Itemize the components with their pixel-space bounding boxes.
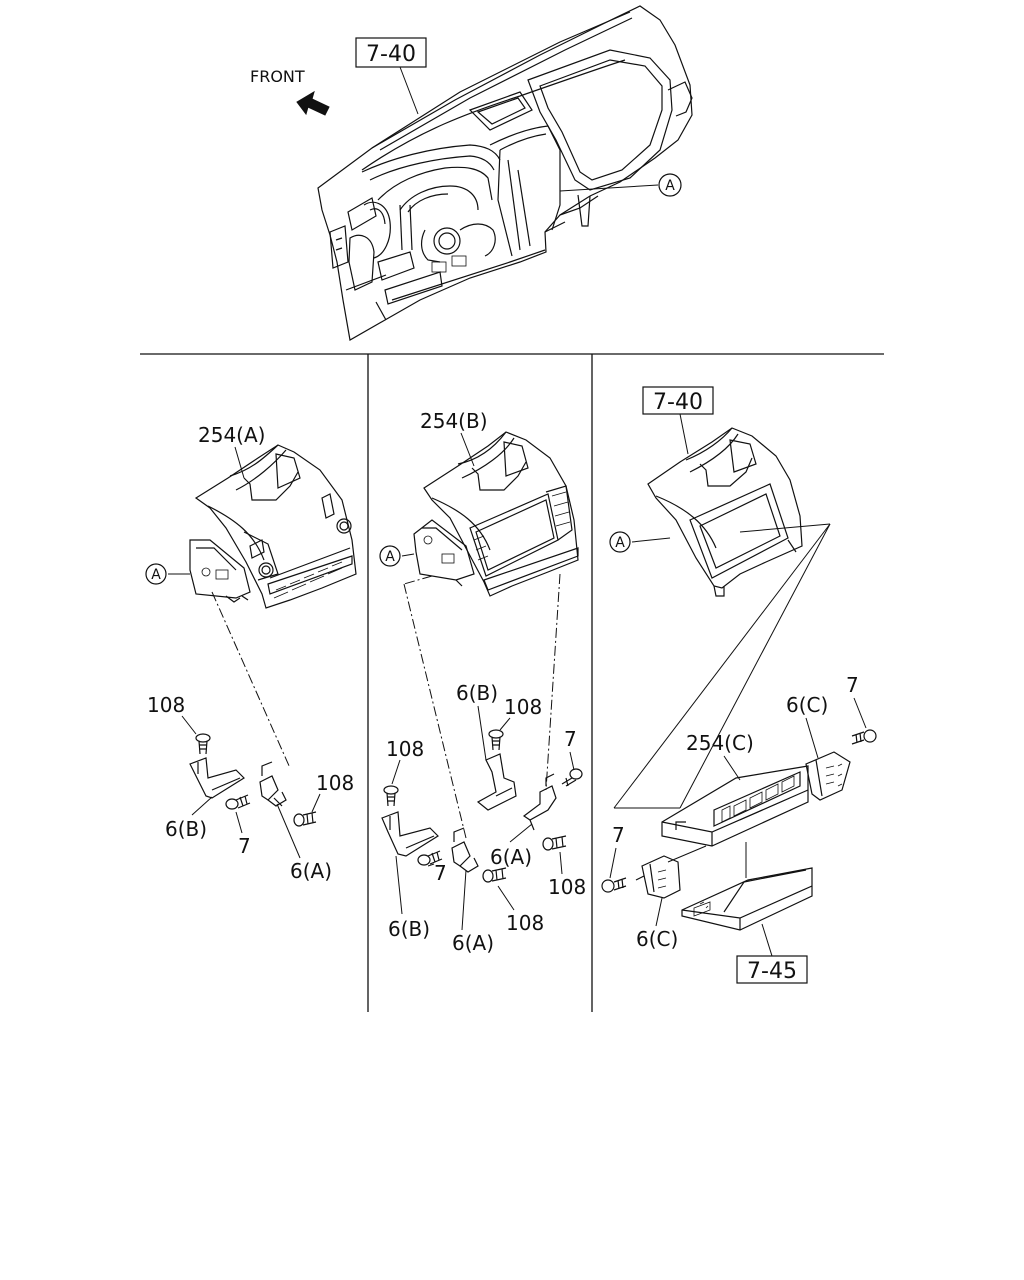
bracket-6a-left-icon bbox=[259, 761, 287, 807]
part-label-7-right-left: 7 bbox=[612, 823, 625, 847]
center-console-bezel-a bbox=[189, 444, 357, 609]
part-label-7-middle-bottom: 7 bbox=[434, 861, 447, 885]
screw-108-middle-left-icon bbox=[383, 785, 399, 807]
part-label-6b-middle-bottom: 6(B) bbox=[388, 917, 430, 941]
bracket-6b-middle-bottom-icon bbox=[381, 811, 439, 857]
bracket-6b-middle-top-icon bbox=[476, 753, 517, 811]
front-arrow-icon bbox=[296, 90, 330, 116]
screw-108-middle-bottom-icon bbox=[482, 867, 507, 883]
right-panel: 7-40 A 7 6(C) bbox=[601, 386, 877, 984]
reference-7-45: 7-45 bbox=[747, 959, 797, 984]
callout-a-left: A bbox=[151, 567, 161, 583]
bracket-6a-middle-top-icon bbox=[522, 773, 557, 831]
callout-a-top: A bbox=[559, 173, 682, 197]
storage-pocket-7-45 bbox=[681, 867, 813, 931]
bolt-7-middle-bottom-icon bbox=[417, 850, 443, 866]
center-bezel-frame bbox=[647, 427, 803, 597]
panel-dividers bbox=[140, 353, 884, 1012]
radio-unit-254c bbox=[661, 765, 809, 847]
part-label-7-right-top: 7 bbox=[846, 673, 859, 697]
part-label-108-left-right: 108 bbox=[316, 771, 354, 795]
part-label-6c-right-top: 6(C) bbox=[786, 693, 828, 717]
bracket-6b-left-icon bbox=[189, 757, 245, 799]
part-label-6c-right-bottom: 6(C) bbox=[636, 927, 678, 951]
part-label-108-left: 108 bbox=[147, 693, 185, 717]
screw-108-middle-right-icon bbox=[542, 835, 567, 851]
part-label-254a: 254(A) bbox=[198, 423, 265, 447]
screw-108-middle-top-icon bbox=[488, 729, 504, 751]
callout-a-top-label: A bbox=[665, 178, 675, 194]
part-label-108-middle-right: 108 bbox=[548, 875, 586, 899]
left-panel: 254(A) A 108 6(B) 7 bbox=[145, 423, 357, 883]
bolt-7-left-icon bbox=[225, 794, 251, 810]
part-label-6a-middle-bottom: 6(A) bbox=[452, 931, 494, 955]
front-label: FRONT bbox=[250, 67, 305, 86]
part-label-7-middle-top: 7 bbox=[564, 727, 577, 751]
callout-a-right: A bbox=[615, 535, 625, 551]
part-label-6b-left: 6(B) bbox=[165, 817, 207, 841]
bracket-6a-middle-bottom-icon bbox=[451, 827, 479, 873]
part-label-6b-middle-top: 6(B) bbox=[456, 681, 498, 705]
bracket-6c-right-top-icon bbox=[805, 751, 851, 801]
part-label-254c: 254(C) bbox=[686, 731, 754, 755]
bracket-6c-right-bottom-icon bbox=[635, 855, 681, 899]
reference-box-7-40-top: 7-40 bbox=[355, 37, 427, 115]
screw-108-left-right-icon bbox=[293, 811, 317, 827]
part-label-108-middle-top: 108 bbox=[504, 695, 542, 719]
center-console-bezel-b bbox=[413, 431, 579, 597]
screw-108-left-icon bbox=[195, 733, 211, 755]
reference-box-7-40-right: 7-40 bbox=[642, 386, 714, 455]
bolt-7-right-left-icon bbox=[601, 877, 627, 893]
dashboard-assembly bbox=[317, 5, 693, 341]
part-label-108-middle-left: 108 bbox=[386, 737, 424, 761]
part-label-108-middle-bottom: 108 bbox=[506, 911, 544, 935]
part-label-6a-left: 6(A) bbox=[290, 859, 332, 883]
front-direction-arrow: FRONT bbox=[250, 67, 330, 116]
reference-7-40-right: 7-40 bbox=[653, 390, 703, 415]
part-label-7-left: 7 bbox=[238, 834, 251, 858]
callout-a-middle: A bbox=[385, 549, 395, 565]
middle-panel: 254(B) A 6(B) 108 7 bbox=[379, 409, 586, 955]
part-label-6a-middle-top: 6(A) bbox=[490, 845, 532, 869]
bolt-7-right-top-icon bbox=[851, 729, 877, 745]
reference-7-40-top: 7-40 bbox=[366, 42, 416, 67]
part-label-254b: 254(B) bbox=[420, 409, 488, 433]
bolt-7-middle-top-icon bbox=[561, 768, 583, 787]
